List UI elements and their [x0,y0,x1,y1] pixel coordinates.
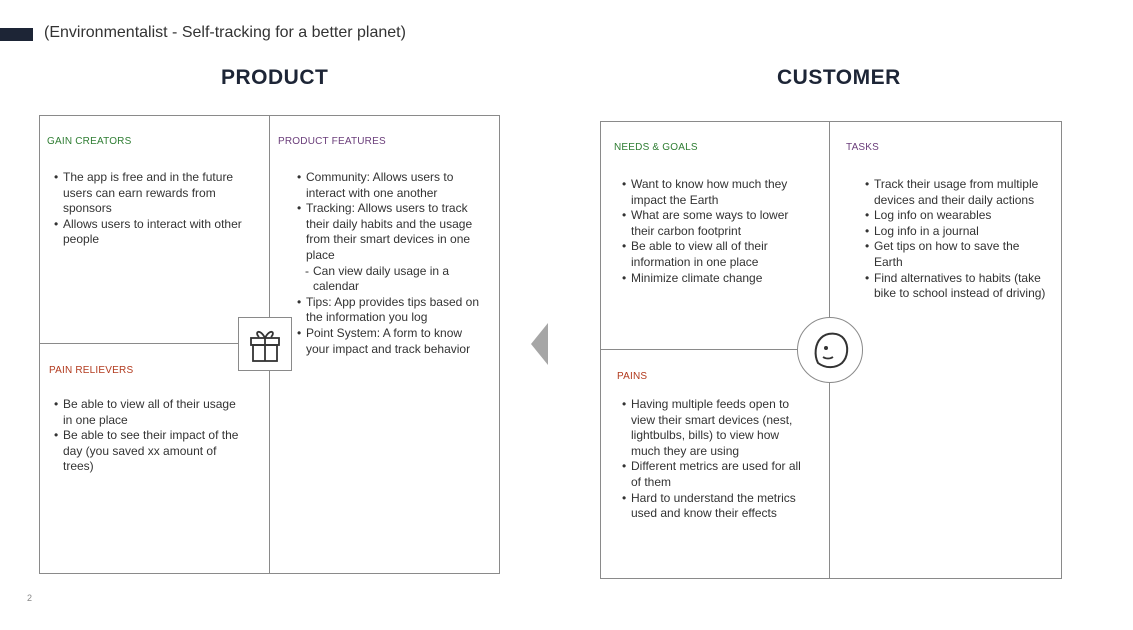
gain-creators-list: The app is free and in the future users … [54,170,244,248]
tasks-label: TASKS [846,142,880,153]
page-number: 2 [27,593,33,603]
list-item: Log info in a journal [865,224,1050,240]
list-item: Be able to see their impact of the day (… [54,428,244,475]
pains-list: Having multiple feeds open to view their… [622,397,807,522]
list-item: Minimize climate change [622,271,802,287]
list-item: Tips: App provides tips based on the inf… [297,295,487,326]
list-item: Log info on wearables [865,208,1050,224]
product-horizontal-divider [39,343,269,344]
pain-relievers-label: PAIN RELIEVERS [49,365,134,376]
list-item: Point System: A form to know your impact… [297,326,487,357]
list-item: Get tips on how to save the Earth [865,239,1050,270]
list-item: What are some ways to lower their carbon… [622,208,802,239]
title-accent-bar [0,28,33,41]
list-item: Be able to view all of their information… [622,239,802,270]
list-item: Be able to view all of their usage in on… [54,397,244,428]
list-item: Track their usage from multiple devices … [865,177,1050,208]
customer-horizontal-divider [600,349,829,350]
gift-icon [238,317,292,371]
list-item: The app is free and in the future users … [54,170,244,217]
needs-goals-list: Want to know how much they impact the Ea… [622,177,802,286]
gain-creators-label: GAIN CREATORS [47,136,132,147]
list-item: Hard to understand the metrics used and … [622,491,807,522]
pain-relievers-list: Be able to view all of their usage in on… [54,397,244,475]
pains-label: PAINS [617,371,648,382]
face-icon [797,317,863,383]
list-item: Community: Allows users to interact with… [297,170,487,201]
list-item: Want to know how much they impact the Ea… [622,177,802,208]
list-item: Find alternatives to habits (take bike t… [865,271,1050,302]
slide-subtitle: (Environmentalist - Self-tracking for a … [44,24,406,41]
left-arrow-icon [531,323,548,365]
list-item: Having multiple feeds open to view their… [622,397,807,459]
needs-goals-label: NEEDS & GOALS [614,142,698,153]
customer-heading: CUSTOMER [777,66,901,89]
product-features-list: Community: Allows users to interact with… [297,170,487,357]
list-sub-item: Can view daily usage in a calendar [297,264,487,295]
product-features-label: PRODUCT FEATURES [278,136,386,147]
list-item: Different metrics are used for all of th… [622,459,807,490]
product-heading: PRODUCT [221,66,329,89]
customer-canvas [600,121,1062,579]
list-item: Allows users to interact with other peop… [54,217,244,248]
list-item: Tracking: Allows users to track their da… [297,201,487,263]
tasks-list: Track their usage from multiple devices … [865,177,1050,302]
